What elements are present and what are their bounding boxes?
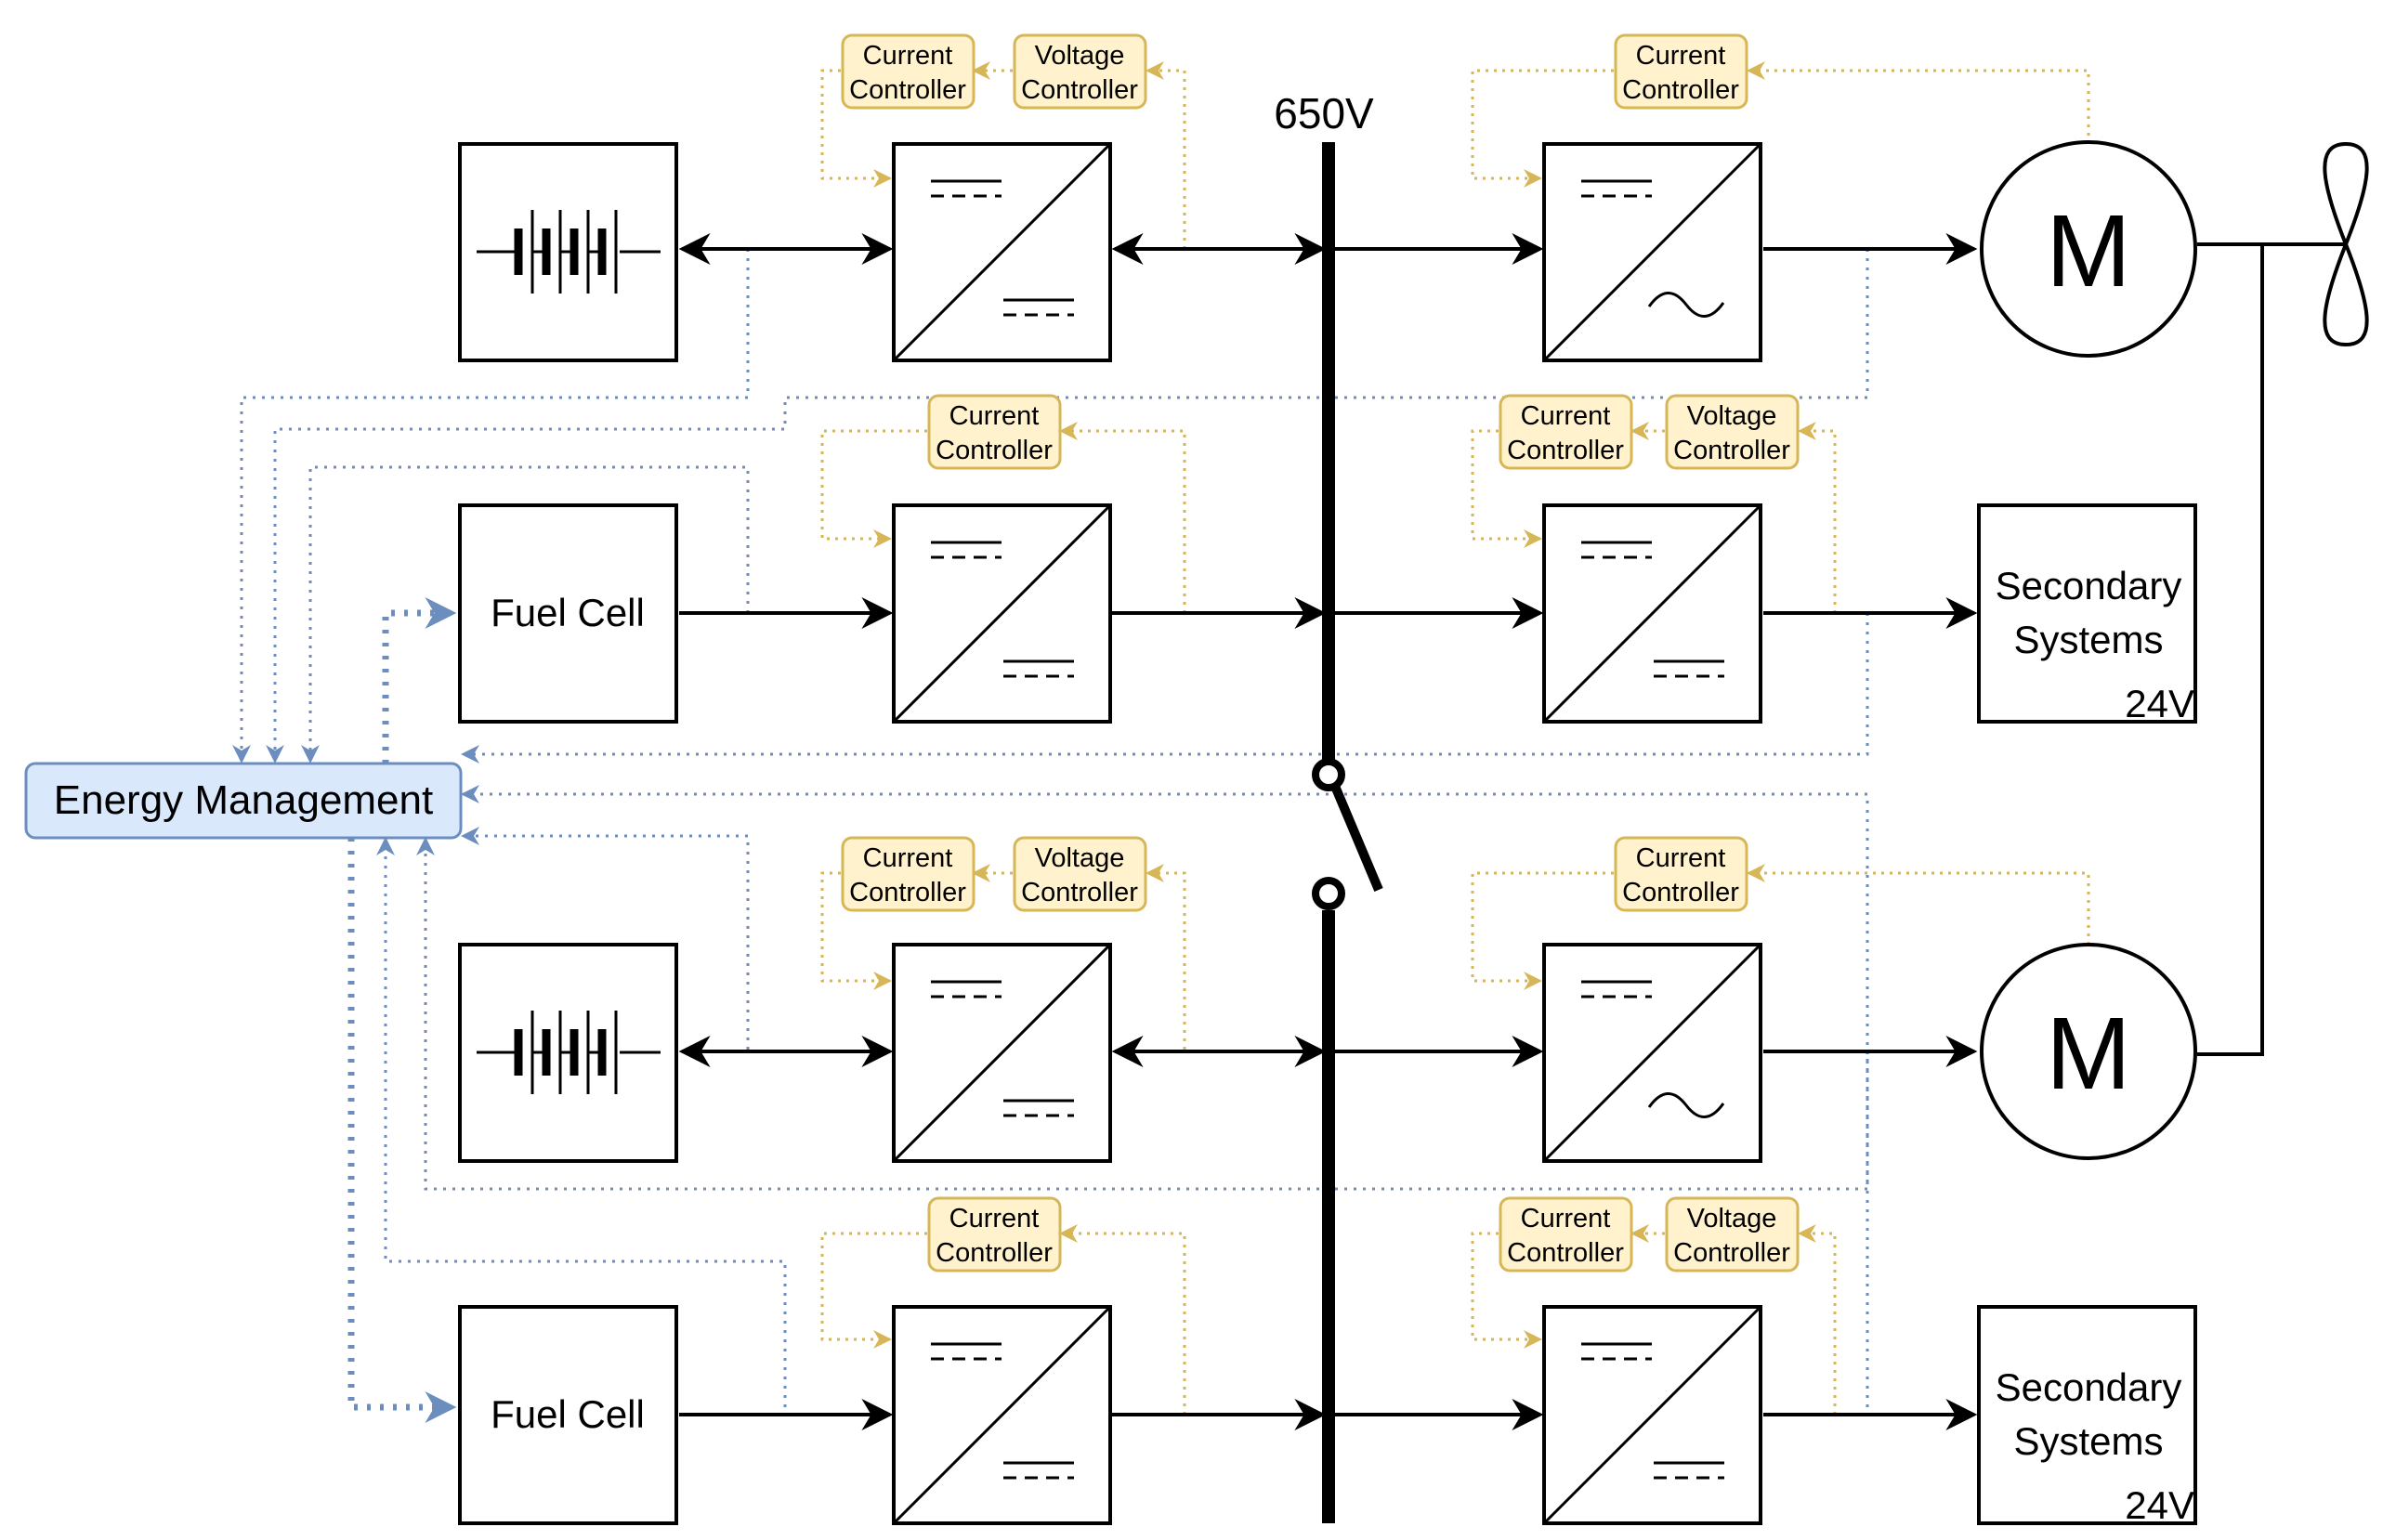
controller-label: Voltage	[1035, 41, 1125, 71]
controller-label: Controller	[936, 436, 1053, 465]
fuel-cell-label-1: Fuel Cell	[491, 591, 645, 634]
controller-label: Controller	[1622, 878, 1739, 907]
fuel-cell-block-2: Fuel Cell	[458, 1305, 678, 1525]
dc-dc-converter-4	[892, 943, 1112, 1163]
motor-2: M	[1980, 943, 2197, 1160]
battery-block-2	[458, 943, 678, 1163]
dc-dc-converter-icon	[931, 980, 1074, 1117]
controller-label: Controller	[1673, 436, 1790, 465]
dc-ac-inverter-1	[1542, 142, 1762, 362]
secondary-systems-label-2b: Systems	[2013, 1419, 2163, 1463]
controller-label: Voltage	[1035, 843, 1125, 873]
controller-label: Current	[949, 401, 1040, 431]
controller-label: Current	[863, 41, 953, 71]
controller-label: Controller	[849, 878, 966, 907]
controllers: Current Controller Voltage Controller Cu…	[841, 33, 1800, 1272]
dc-dc-converter-3	[1542, 503, 1762, 724]
dc-ac-inverter-2	[1542, 943, 1762, 1163]
dc-dc-converter-icon	[1581, 1342, 1724, 1480]
dc-dc-converter-5	[892, 1305, 1112, 1525]
dc-dc-converter-2	[892, 503, 1112, 724]
bus-voltage-label: 650V	[1274, 89, 1374, 137]
battery-block-1	[458, 142, 678, 362]
controller-label: Current	[1521, 1204, 1611, 1233]
secondary-systems-label-2a: Secondary	[1996, 1365, 2182, 1409]
dc-ac-inverter-icon	[1581, 179, 1725, 318]
current-controller: Current Controller	[927, 394, 1062, 470]
fuel-cell-block-1: Fuel Cell	[458, 503, 678, 724]
energy-management-block: Energy Management	[24, 762, 463, 840]
fuel-cell-label-2: Fuel Cell	[491, 1392, 645, 1436]
dc-bus-650v: 650V	[1274, 89, 1383, 1523]
dc-dc-converter-6	[1542, 1305, 1762, 1525]
controller-label: Controller	[936, 1238, 1053, 1268]
current-controller: Current Controller	[1614, 836, 1748, 912]
controller-label: Controller	[1507, 436, 1624, 465]
secondary-systems-label-1b: Systems	[2013, 618, 2163, 661]
current-controller: Current Controller	[1614, 33, 1748, 110]
controller-label: Controller	[849, 75, 966, 105]
current-controller: Current Controller	[1499, 394, 1633, 470]
battery-icon	[477, 1011, 661, 1094]
controller-label: Current	[863, 843, 953, 873]
motor-1: M	[1980, 140, 2197, 358]
current-controller: Current Controller	[1499, 1196, 1633, 1272]
dc-ac-inverter-icon	[1581, 980, 1725, 1118]
voltage-controller: Voltage Controller	[1013, 836, 1147, 912]
controller-label: Current	[1636, 843, 1726, 873]
secondary-systems-voltage-1: 24V	[2125, 682, 2194, 725]
power-connections	[678, 233, 2346, 1430]
bus-switch-icon	[1312, 758, 1383, 910]
controller-label: Controller	[1622, 75, 1739, 105]
controller-label: Controller	[1021, 878, 1138, 907]
voltage-controller: Voltage Controller	[1665, 1196, 1800, 1272]
battery-icon	[477, 210, 661, 294]
secondary-systems-voltage-2: 24V	[2125, 1483, 2194, 1527]
dc-dc-converter-icon	[1581, 541, 1724, 678]
propeller-icon	[2323, 141, 2369, 347]
controller-label: Voltage	[1687, 1204, 1777, 1233]
dc-dc-converter-icon	[931, 541, 1074, 678]
voltage-controller: Voltage Controller	[1665, 394, 1800, 470]
motor-label-1: M	[2046, 194, 2131, 308]
dc-dc-converter-icon	[931, 179, 1074, 317]
dc-dc-converter-1	[892, 142, 1112, 362]
controller-label: Controller	[1673, 1238, 1790, 1268]
controller-signal-lines	[820, 61, 2090, 1415]
energy-management-label: Energy Management	[54, 777, 433, 823]
current-controller: Current Controller	[927, 1196, 1062, 1272]
energy-management-signal-lines	[232, 249, 1869, 1423]
dc-dc-converter-icon	[931, 1342, 1074, 1480]
current-controller: Current Controller	[841, 836, 975, 912]
controller-label: Current	[949, 1204, 1040, 1233]
secondary-systems-label-1a: Secondary	[1996, 564, 2182, 607]
controller-label: Voltage	[1687, 401, 1777, 431]
controller-label: Controller	[1021, 75, 1138, 105]
secondary-systems-2: Secondary Systems 24V	[1977, 1305, 2197, 1527]
current-controller: Current Controller	[841, 33, 975, 110]
motor-label-2: M	[2046, 997, 2131, 1111]
controller-label: Controller	[1507, 1238, 1624, 1268]
secondary-systems-1: Secondary Systems 24V	[1977, 503, 2197, 725]
voltage-controller: Voltage Controller	[1013, 33, 1147, 110]
controller-label: Current	[1636, 41, 1726, 71]
controller-label: Current	[1521, 401, 1611, 431]
